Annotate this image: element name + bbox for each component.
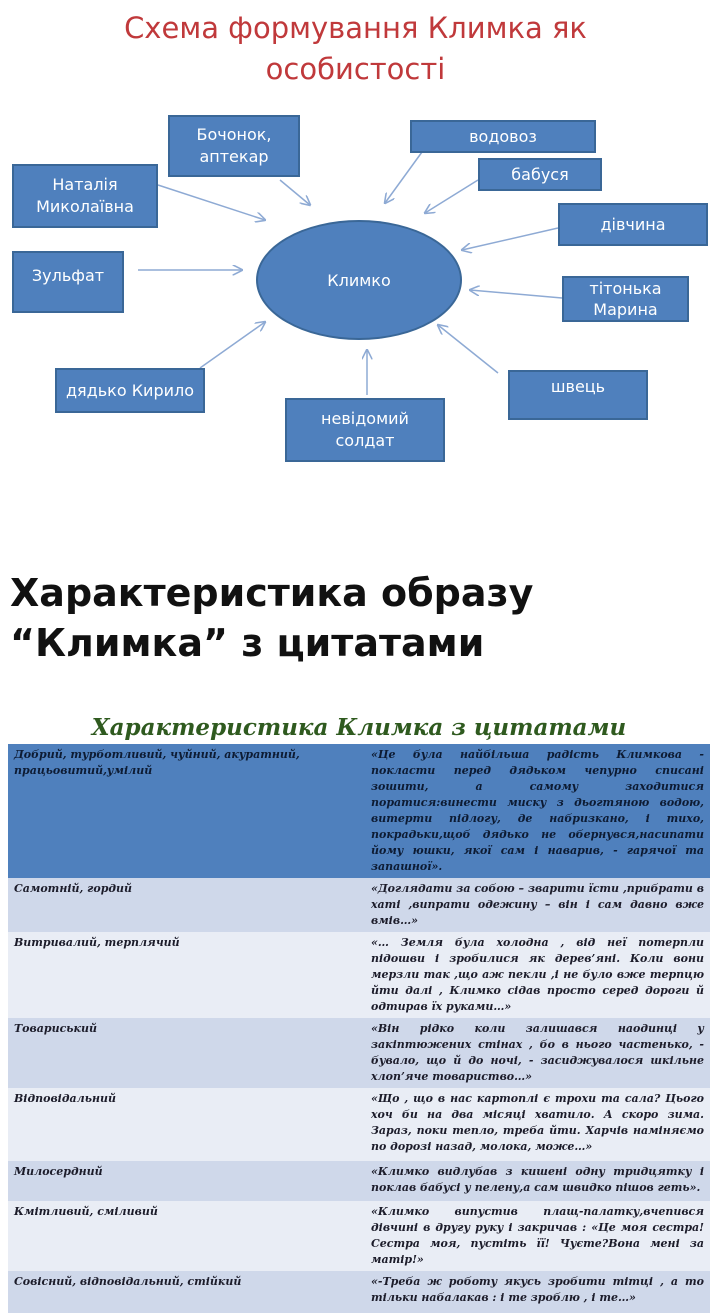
trait-cell: Самотній, гордий — [14, 882, 133, 895]
quote-cell: «Климко випустив плащ-палатку,вчепився д… — [371, 1205, 704, 1266]
scheme-arrows — [138, 151, 563, 395]
page-heading-line1: Характеристика образу — [10, 571, 534, 615]
node-soldier-line1: невідомий — [321, 409, 409, 428]
node-vodovoz: водовоз — [410, 120, 596, 153]
arrow-vodovoz — [385, 151, 423, 203]
quote-cell: «Це була найбільша радість Климкова - по… — [371, 748, 704, 873]
node-maryna-line1: тітонька — [589, 279, 662, 298]
table-row: Добрий, турботливий, чуйний, акуратний, … — [8, 744, 710, 878]
traits-table: Добрий, турботливий, чуйний, акуратний, … — [8, 744, 710, 1313]
table-title: Характеристика Климка з цитатами — [91, 714, 627, 741]
table-row: Самотній, гордий «Доглядати за собою – з… — [8, 878, 710, 932]
arrow-divchyna — [462, 227, 559, 250]
scheme-title-line1: Схема формування Климка як — [124, 11, 587, 45]
node-natalia-line2: Миколаївна — [36, 197, 134, 216]
node-maryna-line2: Марина — [593, 300, 658, 319]
trait-cell: Відповідальний — [14, 1092, 116, 1105]
arrow-kyrylo — [199, 322, 265, 369]
node-bochonok: Бочонок, аптекар — [168, 115, 300, 177]
quote-cell: «Він рідко коли залишався наодинці у зак… — [371, 1022, 704, 1083]
traits-table-section: Характеристика Климка з цитатами Добрий,… — [8, 712, 710, 1313]
scheme-title: Схема формування Климка як особистості — [0, 8, 711, 90]
arrow-shvets — [438, 325, 499, 374]
scheme-title-line2: особистості — [265, 52, 446, 86]
node-natalia-line1: Наталія — [52, 175, 118, 194]
node-soldier-line2: солдат — [335, 431, 395, 450]
table-row: Совісний, відповідальний, стійкий «-Треб… — [8, 1271, 710, 1313]
node-bochonok-line2: аптекар — [199, 147, 269, 166]
arrow-maryna — [470, 290, 563, 299]
arrow-natalia — [157, 184, 265, 220]
trait-cell: Милосердний — [14, 1165, 103, 1178]
table-row: Товариський «Він рідко коли залишався на… — [8, 1018, 710, 1088]
trait-cell: Совісний, відповідальний, стійкий — [14, 1275, 242, 1288]
trait-cell: Добрий, турботливий, чуйний, акуратний, … — [14, 748, 300, 777]
quote-cell: «Що , що в нас картоплі є трохи та сала?… — [371, 1092, 704, 1153]
node-bochonok-line1: Бочонок, — [196, 125, 272, 144]
table-row: Кмітливий, сміливий «Климко випустив пла… — [8, 1201, 710, 1271]
page-heading-line2: “Климка” з цитатами — [10, 621, 485, 665]
arrow-babusia — [425, 179, 479, 213]
arrow-bochonok — [279, 179, 310, 205]
node-divchyna: дівчина — [558, 203, 708, 246]
quote-cell: «Доглядати за собою – зварити їсти ,приб… — [371, 882, 704, 927]
center-node: Климко — [256, 220, 462, 340]
character-scheme: Схема формування Климка як особистості К… — [0, 0, 711, 480]
quote-cell: «Климко видлубав з кишені одну тридцятку… — [371, 1165, 704, 1194]
table-row: Відповідальний «Що , що в нас картоплі є… — [8, 1088, 710, 1161]
node-maryna: тітонька Марина — [562, 276, 689, 322]
trait-cell: Товариський — [14, 1022, 97, 1035]
node-soldier: невідомий солдат — [285, 398, 445, 462]
node-shvets: швець — [508, 370, 648, 420]
node-zulfat: Зульфат — [12, 251, 124, 313]
trait-cell: Витривалий, терплячий — [14, 936, 180, 949]
page-heading: Характеристика образу “Климка” з цитатам… — [10, 568, 700, 668]
node-babusia: бабуся — [478, 158, 602, 191]
table-row: Витривалий, терплячий «… Земля була холо… — [8, 932, 710, 1018]
quote-cell: «-Треба ж роботу якусь зробити тітці , а… — [371, 1275, 704, 1304]
quote-cell: «… Земля була холодна , від неї потерпли… — [371, 936, 704, 1013]
trait-cell: Кмітливий, сміливий — [14, 1205, 158, 1218]
node-natalia: Наталія Миколаївна — [12, 164, 158, 228]
table-row: Милосердний «Климко видлубав з кишені од… — [8, 1161, 710, 1201]
node-kyrylo: дядько Кирило — [55, 368, 205, 413]
